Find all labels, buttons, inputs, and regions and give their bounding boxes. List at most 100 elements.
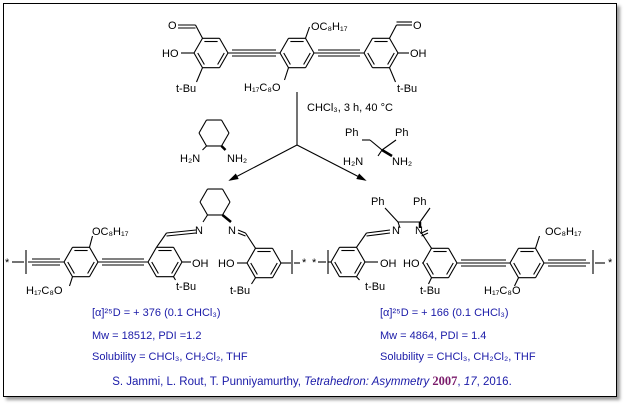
bond xyxy=(251,277,256,285)
imine-nitrogen: N xyxy=(415,225,423,237)
citation-volume: 17 xyxy=(463,376,477,388)
ring-bond xyxy=(147,261,157,277)
bond xyxy=(356,276,360,281)
ring-bond xyxy=(509,262,519,278)
bond xyxy=(421,232,429,237)
ring-bond xyxy=(246,248,256,264)
bond xyxy=(195,24,203,39)
ring-bond xyxy=(193,52,203,68)
ring-double-bond xyxy=(87,261,95,274)
ring-bond xyxy=(305,38,315,54)
citation-authors: S. Jammi, L. Rout, T. Punniyamurthy, xyxy=(112,376,305,388)
diamine-left-nh2: NH₂ xyxy=(227,153,247,165)
bond xyxy=(304,26,311,39)
bond xyxy=(88,235,94,248)
ring-bond xyxy=(221,132,230,147)
ring-double-bond xyxy=(171,261,179,274)
ring-double-bond xyxy=(67,261,75,274)
ring-bond xyxy=(279,52,289,68)
tbutyl: t-Bu xyxy=(365,281,385,293)
citation-journal: Tetrahedron: Asymmetry xyxy=(304,376,430,388)
figure-frame xyxy=(3,3,617,397)
bond xyxy=(419,207,431,223)
ring-double-bond xyxy=(151,261,159,274)
optical-rotation-left: [α]²⁵D = + 376 (0.1 CHCl₃) xyxy=(92,307,221,319)
ring-bond xyxy=(219,38,229,54)
bond xyxy=(202,214,208,223)
octyloxy-top: OC₈H₁₇ xyxy=(311,21,348,33)
ring-bond xyxy=(363,52,373,68)
phenyl: Ph xyxy=(371,196,384,208)
tbutyl: t-Bu xyxy=(420,285,440,297)
ring-bond xyxy=(535,262,545,278)
ring-bond xyxy=(219,52,229,68)
ring-bond xyxy=(363,38,373,54)
ring-bond xyxy=(198,132,207,147)
aldehyde-oxygen-right: O xyxy=(413,20,422,32)
ring-bond xyxy=(509,248,519,264)
bond xyxy=(369,139,383,151)
ring-bond xyxy=(173,261,183,277)
end-star: * xyxy=(608,257,613,269)
ring-double-bond xyxy=(387,52,395,65)
bond xyxy=(377,149,383,157)
bond xyxy=(534,235,541,249)
ring-double-bond xyxy=(513,262,521,275)
ring-bond xyxy=(448,248,458,264)
ring-bond xyxy=(193,38,203,54)
ring-bond xyxy=(448,262,458,278)
bond xyxy=(245,232,256,249)
citation: S. Jammi, L. Rout, T. Punniyamurthy, Tet… xyxy=(112,374,512,388)
bond xyxy=(428,277,432,285)
hydroxyl: HO xyxy=(403,258,420,270)
bond xyxy=(421,229,429,234)
octyloxy: OC₈H₁₇ xyxy=(545,226,582,238)
optical-rotation-right: [α]²⁵D = + 166 (0.1 CHCl₃) xyxy=(380,307,509,319)
ring-double-bond xyxy=(426,262,434,275)
ring-bond xyxy=(89,261,99,277)
bond xyxy=(389,24,397,39)
chemical-bonds xyxy=(12,21,605,287)
octyloxy: H₁₇C₈O xyxy=(484,285,521,297)
arrow xyxy=(229,144,298,181)
molecular-weight-right: Mw = 4864, PDI = 1.4 xyxy=(380,330,486,342)
ring-bond xyxy=(305,52,315,68)
ring-double-bond xyxy=(270,262,278,275)
bond xyxy=(202,145,207,151)
hydroxyl: OH xyxy=(380,258,397,270)
tbutyl: t-Bu xyxy=(230,285,250,297)
end-star: * xyxy=(302,257,307,269)
diamine-right-ph1: Ph xyxy=(345,127,358,139)
bond xyxy=(283,67,290,81)
diamine-left-h2n: H₂N xyxy=(180,153,200,165)
octyloxy-bottom: H₁₇C₈O xyxy=(244,82,281,94)
ring-bond xyxy=(222,201,231,216)
ring-bond xyxy=(63,247,73,263)
ring-bond xyxy=(422,262,432,278)
ring-bond xyxy=(330,247,340,263)
octyloxy: OC₈H₁₇ xyxy=(92,226,129,238)
octyloxy: H₁₇C₈O xyxy=(26,285,63,297)
end-star: * xyxy=(5,257,10,269)
ring-bond xyxy=(330,261,340,277)
imine-nitrogen: N xyxy=(392,225,400,237)
ring-double-bond xyxy=(367,52,375,65)
hydroxyl: HO xyxy=(218,258,235,270)
bond xyxy=(356,232,367,248)
aldehyde-oxygen-left: O xyxy=(168,20,177,32)
ring-bond xyxy=(356,261,366,277)
bond xyxy=(220,145,227,151)
ring-double-bond xyxy=(334,261,342,274)
imine-nitrogen: N xyxy=(195,225,203,237)
ring-bond xyxy=(89,247,99,263)
bond xyxy=(381,139,397,151)
bond xyxy=(397,221,401,229)
ring-bond xyxy=(246,262,256,278)
bond xyxy=(237,232,246,237)
bond xyxy=(221,214,232,223)
citation-pages: , 2016. xyxy=(476,376,512,388)
ring-bond xyxy=(272,262,282,278)
ring-bond xyxy=(222,188,231,203)
ring-bond xyxy=(198,119,207,134)
bond xyxy=(514,277,519,287)
